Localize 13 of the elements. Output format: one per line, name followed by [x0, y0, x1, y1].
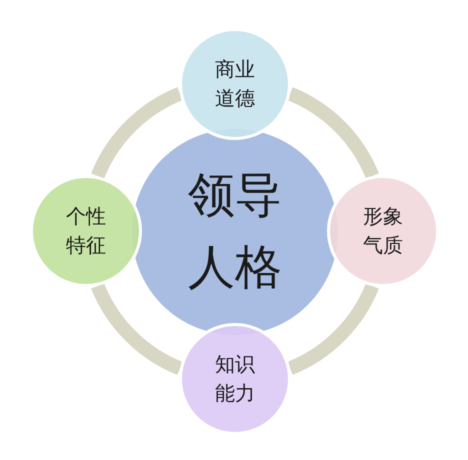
ring-arc [91, 87, 183, 179]
topic-circle [30, 175, 142, 287]
topic-label: 个性特征 [66, 203, 106, 259]
ring-arc [91, 283, 183, 375]
topic-label: 商业道德 [214, 56, 256, 112]
topic-circle [179, 28, 291, 140]
ring-arc [287, 87, 379, 179]
topic-label: 知识能力 [214, 351, 256, 407]
topic-label: 形象气质 [362, 203, 404, 259]
topic-circle [327, 175, 439, 287]
center-label: 领导人格 [187, 167, 283, 297]
ring-arc [287, 283, 379, 375]
topic-circle [179, 323, 291, 435]
